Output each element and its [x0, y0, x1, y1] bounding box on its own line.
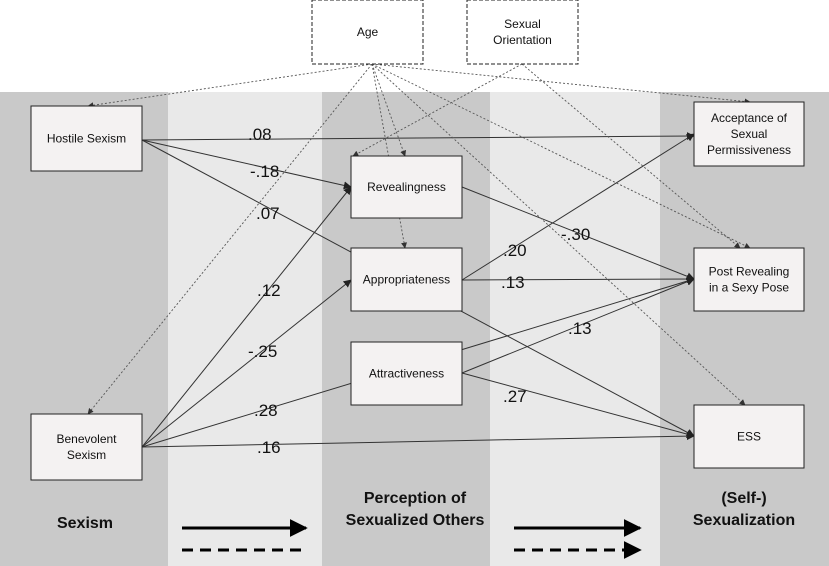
node-label: Sexual	[504, 17, 541, 31]
column-title-perception: Perception of	[364, 490, 467, 507]
edge-age-to-benevolent-sexism	[87, 63, 373, 415]
node-box	[30, 105, 143, 172]
node-hostile-sexism: Hostile Sexism	[30, 105, 143, 172]
node-ess: ESS	[693, 404, 805, 469]
coefficient-app-post: .13	[501, 273, 525, 292]
node-box	[350, 247, 463, 312]
node-box	[350, 155, 463, 219]
node-post-revealing: Post Revealing in a Sexy Pose	[693, 247, 805, 312]
node-box	[693, 404, 805, 469]
coefficient-att-post: .13	[568, 319, 592, 338]
node-age: Age	[311, 0, 424, 65]
node-label: Appropriateness	[363, 273, 450, 287]
coefficient-bs-ess: .16	[257, 438, 281, 457]
edge-hostile-sexism-to-acceptance	[141, 132, 695, 141]
node-label: Hostile Sexism	[47, 132, 126, 146]
coefficient-att-ess: .27	[503, 387, 527, 406]
column-band-self-sexualization	[660, 92, 829, 566]
coefficient-rev-post: -.30	[561, 225, 590, 244]
node-revealingness: Revealingness	[350, 155, 463, 219]
edge-attractiveness-to-post-revealing	[461, 277, 695, 374]
column-title-self: Sexualization	[693, 512, 795, 529]
column-title-sexism: Sexism	[57, 515, 113, 532]
node-label: Permissiveness	[707, 143, 791, 157]
edge-appropriateness-to-post-revealing	[461, 275, 695, 284]
node-box	[466, 0, 579, 65]
coefficient-app-acceptance: .20	[503, 241, 527, 260]
node-label: Benevolent	[56, 432, 117, 446]
node-label: Post Revealing	[709, 265, 790, 279]
node-label: Age	[357, 25, 379, 39]
edge-revealingness-to-post-revealing	[461, 186, 695, 281]
node-label: in a Sexy Pose	[709, 281, 789, 295]
node-label: Revealingness	[367, 180, 446, 194]
legend-layer	[182, 519, 642, 559]
node-box	[693, 101, 805, 167]
node-label: Attractiveness	[369, 367, 444, 381]
column-titles-layer: Sexism Perception of Sexualized Others (Sel…	[57, 490, 795, 532]
edge-hostile-sexism-to-revealingness	[141, 139, 352, 190]
edge-age-to-acceptance	[371, 63, 751, 105]
coefficient-bs-attractiveness: .28	[254, 401, 278, 420]
edge-sexual-orientation-to-post-revealing	[521, 63, 741, 249]
edge-sexual-orientation-to-revealingness	[352, 63, 523, 157]
node-attractiveness: Attractiveness	[350, 341, 463, 406]
coefficient-hs-ess: .07	[256, 204, 280, 223]
edge-appropriateness-to-acceptance	[461, 133, 695, 281]
column-title-self: (Self-)	[721, 490, 766, 507]
node-label: ESS	[737, 430, 761, 444]
edge-age-to-ess	[371, 63, 746, 406]
coefficient-bs-revealingness: .12	[257, 281, 281, 300]
node-box	[350, 341, 463, 406]
node-box	[30, 413, 143, 481]
edge-age-to-revealingness	[371, 63, 407, 157]
coefficient-bs-appropriateness: -.25	[248, 342, 277, 361]
edge-attractiveness-to-ess	[461, 372, 695, 438]
edge-benevolent-sexism-to-appropriateness	[141, 279, 352, 448]
node-label: Acceptance of	[711, 111, 788, 125]
node-label: Sexism	[67, 448, 106, 462]
coefficient-hs-acceptance: .08	[248, 125, 272, 144]
node-box	[311, 0, 424, 65]
column-title-perception: Sexualized Others	[346, 512, 485, 529]
node-label: Orientation	[493, 33, 552, 47]
coefficient-hs-revealingness: -.18	[250, 162, 279, 181]
node-appropriateness: Appropriateness	[350, 247, 463, 312]
edge-benevolent-sexism-to-ess	[141, 432, 695, 448]
edge-benevolent-sexism-to-revealingness	[141, 186, 352, 448]
node-label: Sexual	[731, 127, 768, 141]
coefficients-layer: .08 -.18 .07 .12 -.25 .28 .16 .20 -.30 .13 .13 .27	[248, 125, 592, 457]
node-box	[693, 247, 805, 312]
